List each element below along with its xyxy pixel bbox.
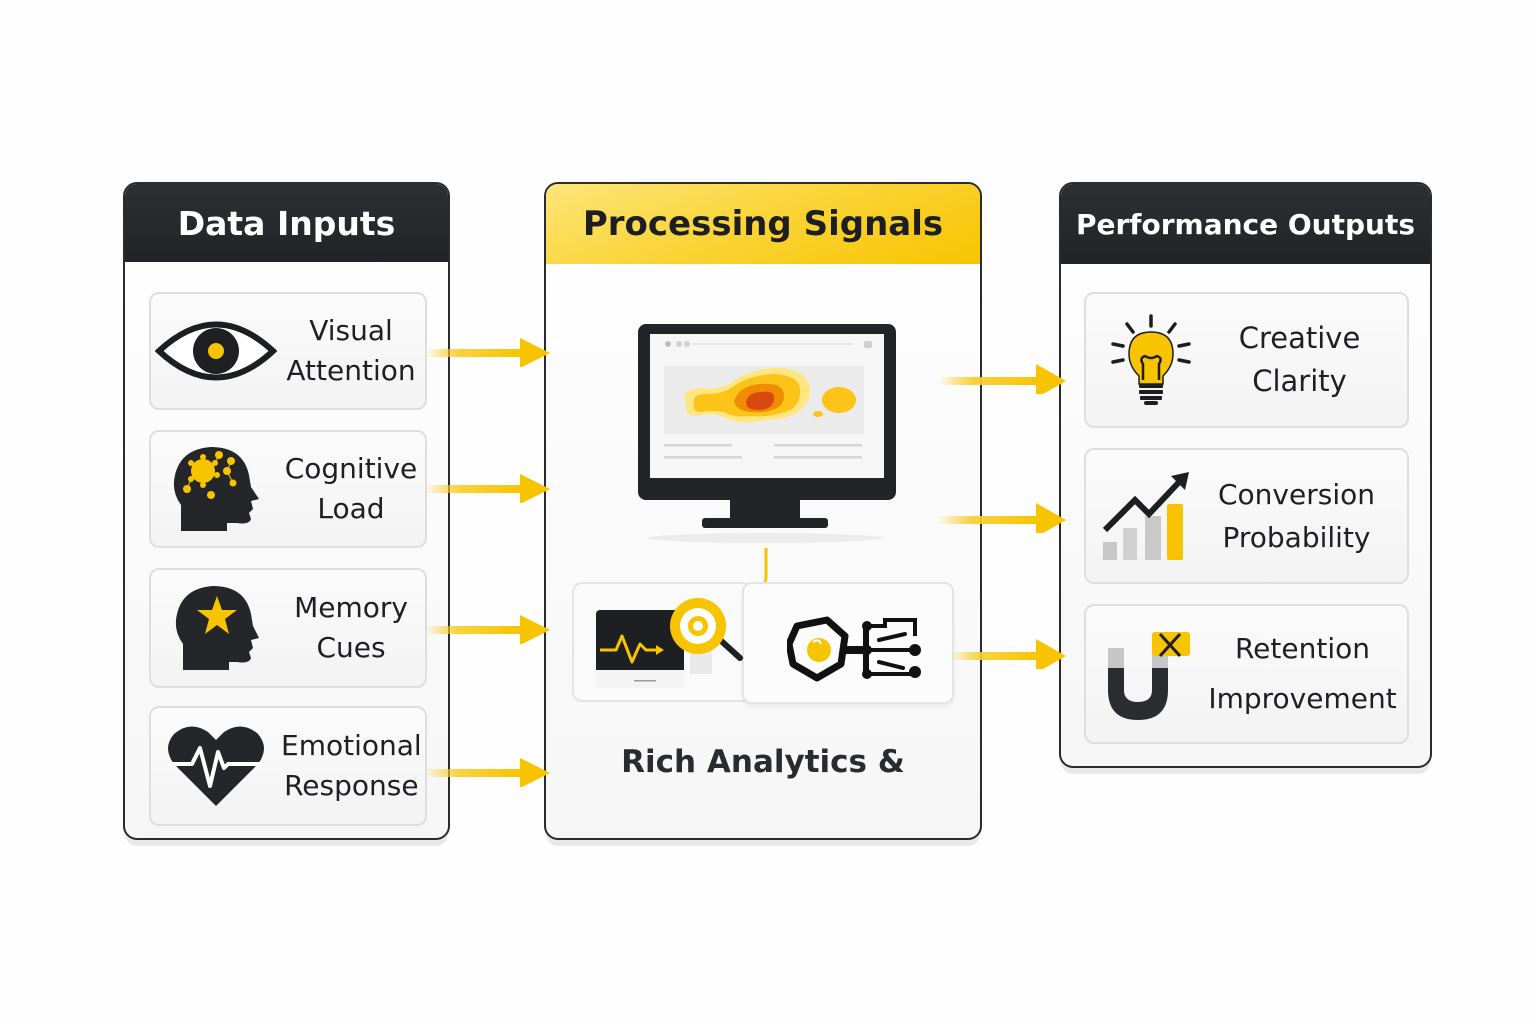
arrow-to-retention-improvement xyxy=(950,639,1066,669)
arrow-visual-attention xyxy=(425,338,550,367)
arrow-to-creative-clarity xyxy=(938,364,1066,394)
eye-icon xyxy=(151,316,281,386)
input-card-cognitive-load[interactable]: Cognitive Load xyxy=(149,430,427,548)
monitor-heatmap-icon xyxy=(634,320,896,554)
output-label-line2: Improvement xyxy=(1208,682,1397,715)
processing-signals-panel: Processing Signals xyxy=(544,182,982,840)
output-label-line1: Retention xyxy=(1234,632,1370,665)
performance-outputs-panel: Performance Outputs Creative Clarity xyxy=(1059,182,1432,768)
data-inputs-panel: Data Inputs Visual Attention xyxy=(123,182,450,840)
neural-circuit-icon xyxy=(785,616,929,686)
output-label-line2: Clarity xyxy=(1252,364,1347,398)
processing-caption: Rich Analytics & xyxy=(621,744,905,780)
output-card-creative-clarity[interactable]: Creative Clarity xyxy=(1084,292,1409,428)
output-label-line2: Probability xyxy=(1222,521,1371,554)
input-label-line1: Emotional xyxy=(281,729,422,762)
input-card-emotional-response[interactable]: Emotional Response xyxy=(149,706,427,826)
input-label-line2: Response xyxy=(284,769,419,802)
heart-pulse-icon xyxy=(151,724,281,808)
arrow-to-conversion-probability xyxy=(938,503,1066,533)
input-label-line1: Visual xyxy=(309,314,393,347)
input-label-line2: Load xyxy=(317,492,385,525)
arrow-emotional-response xyxy=(425,758,550,787)
processing-signals-title: Processing Signals xyxy=(546,184,980,264)
data-inputs-title: Data Inputs xyxy=(125,184,448,262)
input-label-line2: Attention xyxy=(286,354,416,387)
output-card-retention-improvement[interactable]: Retention Improvement xyxy=(1084,604,1409,744)
magnet-icon xyxy=(1086,626,1208,722)
input-label-line2: Cues xyxy=(316,631,386,664)
performance-outputs-title: Performance Outputs xyxy=(1061,184,1430,264)
output-label-line1: Conversion xyxy=(1218,478,1375,511)
input-label-line1: Cognitive xyxy=(284,452,418,485)
input-label-line1: Memory xyxy=(294,591,408,624)
head-network-icon xyxy=(151,443,281,535)
pulse-monitor-magnifier-icon xyxy=(594,598,774,692)
input-card-memory-cues[interactable]: Memory Cues xyxy=(149,568,427,688)
arrow-memory-cues xyxy=(425,615,550,644)
output-label-line1: Creative xyxy=(1238,321,1361,355)
analytics-cards xyxy=(572,582,956,704)
analytics-card-right xyxy=(742,582,954,704)
growth-chart-icon xyxy=(1086,470,1206,562)
output-card-conversion-probability[interactable]: Conversion Probability xyxy=(1084,448,1409,584)
lightbulb-icon xyxy=(1086,314,1216,406)
arrow-cognitive-load xyxy=(425,474,550,503)
input-card-visual-attention[interactable]: Visual Attention xyxy=(149,292,427,410)
head-star-icon xyxy=(151,582,281,674)
